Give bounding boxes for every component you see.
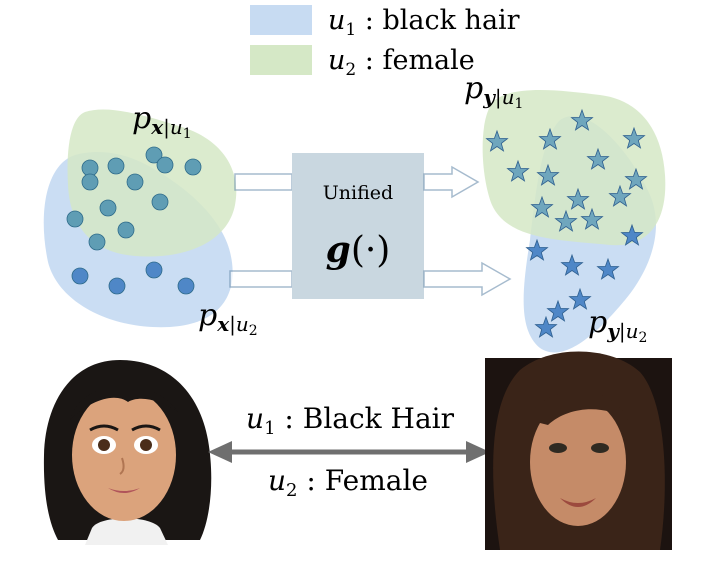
arrow-out-bottom [423, 261, 512, 297]
avatar-pupil-left [98, 439, 110, 451]
bottom-label-u1: u1 : Black Hair [246, 402, 455, 439]
label-p-x-u2: px|u2 [198, 298, 258, 339]
region-x-u1 [67, 109, 237, 257]
dot-x-u1 [145, 146, 163, 164]
unified-box-title: Unified [323, 182, 393, 204]
photo-bangs [528, 391, 628, 425]
avatar-brow-left [89, 424, 119, 432]
star-y-u1 [485, 129, 509, 152]
dot-x-u1 [81, 173, 99, 191]
star-y-u2 [620, 223, 644, 246]
avatar-pupil-right [140, 439, 152, 451]
legend-swatch-u1 [250, 5, 312, 35]
star-y-u1 [580, 207, 604, 230]
star-y-u1 [586, 147, 610, 170]
dot-x-u1 [184, 158, 202, 176]
star-y-u2 [568, 287, 592, 310]
unified-box: Unified g(·) [292, 153, 424, 299]
avatar-bangs [70, 385, 178, 420]
avatar-brow-right [131, 424, 161, 432]
star-y-u1 [536, 163, 560, 186]
dot-x-u1 [99, 199, 117, 217]
star-y-u2 [596, 257, 620, 280]
legend-swatch-u2 [250, 45, 312, 75]
star-y-u1 [530, 195, 554, 218]
cartoon-avatar [43, 360, 212, 545]
dot-x-u2 [177, 277, 195, 295]
avatar-mouth [108, 488, 140, 493]
dot-x-u2 [145, 261, 163, 279]
avatar-collar [85, 518, 168, 545]
star-y-u1 [608, 184, 632, 207]
left-distributions [43, 109, 237, 328]
dot-x-u2 [108, 277, 126, 295]
star-y-u2 [560, 253, 584, 276]
dot-x-u1 [107, 157, 125, 175]
legend-label-u1: u1 : black hair [328, 5, 520, 40]
star-y-u1 [538, 127, 562, 150]
star-y-u2 [525, 238, 549, 261]
arrow-in-bottom [229, 270, 293, 288]
star-y-u1 [506, 159, 530, 182]
dot-x-u1 [88, 233, 106, 251]
dot-x-u1 [66, 210, 84, 228]
star-y-u1 [554, 209, 578, 232]
double-arrow-head-left [208, 441, 232, 463]
arrow-in-top [234, 173, 293, 191]
photo-eye-left [549, 443, 567, 453]
label-p-x-u1: px|u1 [132, 101, 192, 142]
right-distributions [482, 90, 666, 353]
bottom-label-u2: u2 : Female [268, 464, 428, 501]
unified-box-function: g(·) [326, 229, 391, 271]
photo-face [530, 398, 626, 526]
label-p-y-u1: py|u1 [464, 71, 523, 112]
arrow-out-top [423, 165, 480, 199]
star-y-u1 [622, 126, 646, 149]
dot-x-u1 [126, 173, 144, 191]
bottom-double-arrow: u1 : Black Hair u2 : Female [208, 402, 490, 501]
dot-x-u1 [151, 193, 169, 211]
dot-x-u1 [156, 156, 174, 174]
dot-x-u2 [71, 267, 89, 285]
star-y-u2 [534, 315, 558, 338]
unified-box-bg [292, 153, 424, 299]
stars-right [485, 108, 648, 338]
photo-eye-right [591, 443, 609, 453]
region-y-u1 [482, 90, 666, 246]
photo-lips [560, 498, 596, 507]
avatar-face [72, 389, 176, 521]
star-y-u1 [566, 187, 590, 210]
label-p-y-u2: py|u2 [588, 305, 647, 346]
star-y-u1 [570, 108, 594, 131]
legend: u1 : black hair u2 : female [250, 5, 520, 80]
dot-x-u1 [117, 221, 135, 239]
dots-left [66, 146, 202, 295]
avatar-nose [119, 457, 125, 475]
star-y-u1 [624, 167, 648, 190]
face-photo [485, 351, 672, 550]
star-y-u2 [546, 299, 570, 322]
legend-label-u2: u2 : female [328, 45, 475, 80]
double-arrow-head-right [466, 441, 490, 463]
